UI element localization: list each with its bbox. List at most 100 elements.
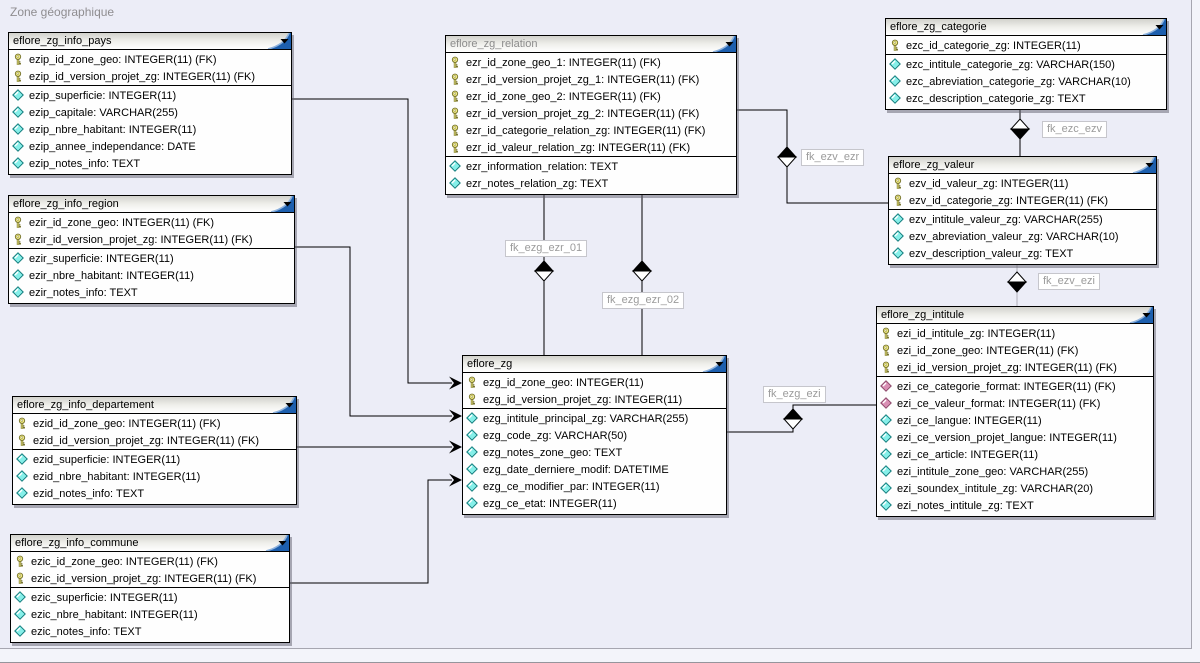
attribute-icon — [466, 446, 478, 458]
table-header[interactable]: eflore_zg_info_departement — [13, 397, 296, 414]
table-title: eflore_zg_info_pays — [13, 35, 112, 47]
table-eflore_zg_info_commune[interactable]: eflore_zg_info_commune ezic_id_zone_geo: … — [10, 534, 290, 643]
collapse-arrow-icon[interactable] — [1130, 157, 1156, 173]
column-text: ezic_notes_info: TEXT — [31, 625, 142, 638]
attribute-icon — [16, 470, 28, 482]
relationship-label[interactable]: fk_ezv_ezr — [801, 149, 865, 166]
column-row: ezir_nbre_habitant: INTEGER(11) — [9, 267, 294, 284]
column-row: ezip_superficie: INTEGER(11) — [9, 87, 291, 104]
collapse-arrow-icon[interactable] — [700, 356, 726, 372]
column-row: ezid_superficie: INTEGER(11) — [13, 451, 296, 468]
primary-key-icon — [451, 124, 459, 136]
column-text: ezic_superficie: INTEGER(11) — [31, 591, 178, 604]
column-text: ezi_id_intitule_zg: INTEGER(11) — [897, 327, 1056, 340]
outside-page-area — [1192, 0, 1200, 663]
attribute-icon — [14, 591, 26, 603]
table-header[interactable]: eflore_zg_intitule — [877, 307, 1153, 324]
arrowhead-icon — [449, 473, 462, 487]
relationship-label[interactable]: fk_ezg_ezr_01 — [505, 240, 588, 257]
attribute-columns-section: ezi_ce_categorie_format: INTEGER(11) (FK… — [877, 376, 1153, 516]
column-row: ezc_abreviation_categorie_zg: VARCHAR(10… — [886, 73, 1166, 90]
key-columns-section: ezic_id_zone_geo: INTEGER(11) (FK)ezic_i… — [11, 552, 289, 587]
table-header[interactable]: eflore_zg_valeur — [889, 157, 1156, 174]
column-text: ezv_description_valeur_zg: TEXT — [909, 247, 1074, 260]
relationship-line[interactable] — [288, 479, 452, 584]
table-title: eflore_zg_info_commune — [15, 537, 139, 549]
column-text: ezir_id_version_projet_zg: INTEGER(11) (… — [29, 233, 253, 246]
attribute-icon — [466, 497, 478, 509]
relationship-label[interactable]: fk_ezc_ezv — [1042, 121, 1108, 138]
table-eflore_zg_info_region[interactable]: eflore_zg_info_region ezir_id_zone_geo: I… — [8, 195, 295, 304]
primary-key-icon — [468, 393, 476, 405]
column-row: ezg_id_version_projet_zg: INTEGER(11) — [463, 391, 726, 408]
column-text: ezv_id_categorie_zg: INTEGER(11) (FK) — [909, 194, 1109, 207]
column-row: ezv_id_valeur_zg: INTEGER(11) — [889, 175, 1156, 192]
column-row: ezg_date_derniere_modif: DATETIME — [463, 461, 726, 478]
collapse-arrow-icon[interactable] — [270, 397, 296, 413]
table-header[interactable]: eflore_zg — [463, 356, 726, 373]
table-header[interactable]: eflore_zg_categorie — [886, 19, 1166, 36]
primary-key-icon — [451, 90, 459, 102]
relationship-label[interactable]: fk_ezg_ezr_02 — [602, 292, 685, 309]
column-row: ezr_information_relation: TEXT — [446, 158, 736, 175]
relationship-line[interactable] — [293, 246, 452, 417]
primary-key-icon — [14, 70, 22, 82]
collapse-arrow-icon[interactable] — [1127, 307, 1153, 323]
table-header[interactable]: eflore_zg_info_pays — [9, 33, 291, 50]
relationship-line[interactable] — [290, 98, 452, 384]
collapse-arrow-icon[interactable] — [1140, 19, 1166, 35]
collapse-arrow-icon[interactable] — [710, 36, 736, 52]
column-row: ezr_id_version_projet_zg_1: INTEGER(11) … — [446, 71, 736, 88]
collapse-arrow-icon[interactable] — [265, 33, 291, 49]
column-text: ezid_id_version_projet_zg: INTEGER(11) (… — [33, 434, 259, 447]
table-header[interactable]: eflore_zg_info_region — [9, 196, 294, 213]
primary-key-icon — [468, 376, 476, 388]
column-text: ezi_ce_version_projet_langue: INTEGER(11… — [897, 431, 1117, 444]
attribute-icon — [880, 431, 892, 443]
collapse-arrow-icon[interactable] — [268, 196, 294, 212]
primary-key-icon — [891, 39, 899, 51]
column-text: ezic_id_version_projet_zg: INTEGER(11) (… — [31, 572, 257, 585]
column-text: ezid_superficie: INTEGER(11) — [33, 453, 181, 466]
column-text: ezr_information_relation: TEXT — [466, 160, 619, 173]
attribute-icon — [12, 106, 24, 118]
fk-attribute-icon — [880, 397, 892, 409]
region-label: Zone géographique — [10, 5, 115, 19]
column-row: ezi_notes_intitule_zg: TEXT — [877, 497, 1153, 514]
column-row: ezg_ce_modifier_par: INTEGER(11) — [463, 478, 726, 495]
column-text: ezr_id_version_projet_zg_1: INTEGER(11) … — [466, 73, 700, 86]
column-row: ezr_id_zone_geo_1: INTEGER(11) (FK) — [446, 54, 736, 71]
column-text: ezr_id_version_projet_zg_2: INTEGER(11) … — [466, 107, 700, 120]
column-row: ezi_id_intitule_zg: INTEGER(11) — [877, 325, 1153, 342]
column-row: ezir_superficie: INTEGER(11) — [9, 250, 294, 267]
column-text: ezi_id_zone_geo: INTEGER(11) (FK) — [897, 344, 1079, 357]
table-header[interactable]: eflore_zg_info_commune — [11, 535, 289, 552]
column-row: ezip_id_version_projet_zg: INTEGER(11) (… — [9, 68, 291, 85]
column-text: ezip_id_zone_geo: INTEGER(11) (FK) — [29, 53, 217, 66]
relationship-diamond-icon — [631, 270, 653, 282]
attribute-icon — [12, 157, 24, 169]
column-text: ezip_superficie: INTEGER(11) — [29, 89, 177, 102]
relationship-label[interactable]: fk_ezg_ezi — [763, 386, 826, 403]
outside-page-area — [0, 649, 1192, 663]
table-header[interactable]: eflore_zg_relation — [446, 36, 736, 53]
relationship-diamond-icon — [776, 156, 798, 168]
column-text: ezir_id_zone_geo: INTEGER(11) (FK) — [29, 216, 215, 229]
key-columns-section: ezid_id_zone_geo: INTEGER(11) (FK)ezid_i… — [13, 414, 296, 449]
column-text: ezi_ce_article: INTEGER(11) — [897, 448, 1039, 461]
key-columns-section: ezc_id_categorie_zg: INTEGER(11) — [886, 36, 1166, 54]
relationship-label[interactable]: fk_ezv_ezi — [1038, 273, 1100, 290]
key-columns-section: ezi_id_intitule_zg: INTEGER(11) ezi_id_zo… — [877, 324, 1153, 376]
table-eflore_zg_info_pays[interactable]: eflore_zg_info_pays ezip_id_zone_geo: INT… — [8, 32, 292, 175]
attribute-icon — [16, 453, 28, 465]
collapse-arrow-icon[interactable] — [263, 535, 289, 551]
arrowhead-icon — [449, 409, 462, 423]
